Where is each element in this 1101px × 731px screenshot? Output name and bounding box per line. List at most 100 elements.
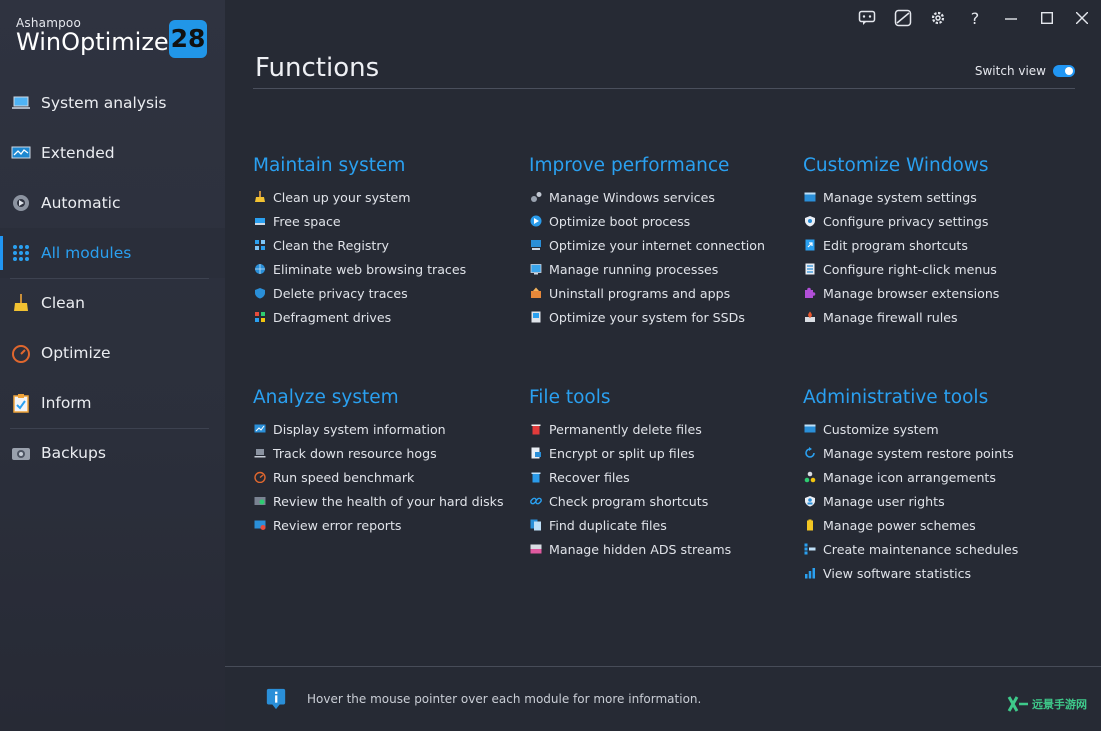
firewall-icon [803,311,816,324]
sidebar-item-label: All modules [41,244,132,262]
watermark-logo: 远景手游网 [1007,695,1087,713]
ads-stream-icon [529,543,542,556]
module-link[interactable]: Display system information [253,417,504,441]
feedback-button[interactable] [853,4,881,32]
network-icon [529,239,542,252]
feedback-icon [858,10,876,25]
module-label: Configure privacy settings [823,213,989,229]
sidebar-item-clean[interactable]: Clean [0,278,225,328]
sidebar-item-extended[interactable]: Extended [0,128,225,178]
module-link[interactable]: Encrypt or split up files [529,441,731,465]
group-title[interactable]: Administrative tools [803,387,989,408]
laptop-icon [253,447,266,460]
module-link[interactable]: Clean the Registry [253,233,466,257]
module-link[interactable]: Find duplicate files [529,513,731,537]
module-link[interactable]: Delete privacy traces [253,281,466,305]
module-label: Edit program shortcuts [823,237,968,253]
module-label: Eliminate web browsing traces [273,261,467,277]
group-customize-windows: Customize Windows Manage system settings… [803,153,999,329]
module-link[interactable]: Configure right-click menus [803,257,999,281]
module-link[interactable]: Manage firewall rules [803,305,999,329]
module-link[interactable]: View software statistics [803,561,1018,585]
module-label: Track down resource hogs [273,445,437,461]
skin-button[interactable] [889,4,917,32]
module-link[interactable]: Edit program shortcuts [803,233,999,257]
module-link[interactable]: Manage user rights [803,489,1018,513]
maximize-button[interactable] [1033,4,1061,32]
switch-view-toggle[interactable]: Switch view [975,64,1075,78]
module-link[interactable]: Optimize boot process [529,209,765,233]
module-link[interactable]: Manage system settings [803,185,999,209]
sidebar: Ashampoo WinOptimizer 28 System analysis… [0,0,225,731]
module-link[interactable]: Manage Windows services [529,185,765,209]
schedule-icon [803,543,816,556]
group-title[interactable]: Customize Windows [803,155,989,176]
module-link[interactable]: Free space [253,209,466,233]
sidebar-item-backups[interactable]: Backups [0,428,225,478]
module-link[interactable]: Permanently delete files [529,417,731,441]
shield-icon [253,287,266,300]
module-link[interactable]: Manage power schemes [803,513,1018,537]
minimize-icon [1005,18,1017,20]
info-icon [266,688,286,710]
module-link[interactable]: Recover files [529,465,731,489]
defrag-icon [253,311,266,324]
module-label: Create maintenance schedules [823,541,1019,557]
sidebar-item-all-modules[interactable]: All modules [0,228,225,279]
module-link[interactable]: Optimize your internet connection [529,233,765,257]
encrypt-file-icon [529,447,542,460]
module-link[interactable]: Customize system [803,417,1018,441]
module-label: Manage Windows services [549,189,715,205]
module-link[interactable]: Review error reports [253,513,504,537]
module-link[interactable]: Manage browser extensions [803,281,999,305]
module-link[interactable]: Uninstall programs and apps [529,281,765,305]
error-report-icon [253,519,266,532]
module-link[interactable]: Run speed benchmark [253,465,504,489]
drive-icon [253,215,266,228]
module-link[interactable]: Defragment drives [253,305,466,329]
recycle-icon [529,471,542,484]
close-button[interactable] [1068,4,1096,32]
close-icon [1076,12,1088,24]
power-icon [529,215,542,228]
toggle-switch[interactable] [1053,65,1075,77]
module-label: Manage icon arrangements [823,469,996,485]
brand-product: WinOptimizer [16,28,179,56]
minimize-button[interactable] [997,4,1025,32]
module-link[interactable]: Track down resource hogs [253,441,504,465]
module-link[interactable]: Manage running processes [529,257,765,281]
module-link[interactable]: Clean up your system [253,185,466,209]
version-badge: 28 [169,20,207,58]
module-label: Recover files [549,469,630,485]
sidebar-item-optimize[interactable]: Optimize [0,328,225,378]
module-link[interactable]: Review the health of your hard disks [253,489,504,513]
laptop-icon [11,93,31,113]
module-link[interactable]: Create maintenance schedules [803,537,1018,561]
module-link[interactable]: Manage hidden ADS streams [529,537,731,561]
module-label: Encrypt or split up files [549,445,695,461]
module-link[interactable]: Optimize your system for SSDs [529,305,765,329]
settings-icon [931,11,945,25]
sidebar-item-automatic[interactable]: Automatic [0,178,225,228]
settings-button[interactable] [924,4,952,32]
sidebar-item-system-analysis[interactable]: System analysis [0,78,225,128]
module-label: Manage user rights [823,493,945,509]
divider [10,428,209,429]
process-icon [529,263,542,276]
module-link[interactable]: Manage system restore points [803,441,1018,465]
module-link[interactable]: Check program shortcuts [529,489,731,513]
module-link[interactable]: Configure privacy settings [803,209,999,233]
registry-icon [253,239,266,252]
group-title[interactable]: File tools [529,387,611,408]
module-link[interactable]: Manage icon arrangements [803,465,1018,489]
speedometer-icon [11,343,31,363]
sidebar-item-inform[interactable]: Inform [0,378,225,429]
module-label: Optimize your system for SSDs [549,309,745,325]
group-title[interactable]: Analyze system [253,387,399,408]
group-title[interactable]: Improve performance [529,155,730,176]
group-title[interactable]: Maintain system [253,155,406,176]
module-link[interactable]: Eliminate web browsing traces [253,257,466,281]
module-label: Manage browser extensions [823,285,1000,301]
footer-info-bar: Hover the mouse pointer over each module… [225,666,1101,731]
help-button[interactable]: ? [961,4,989,32]
